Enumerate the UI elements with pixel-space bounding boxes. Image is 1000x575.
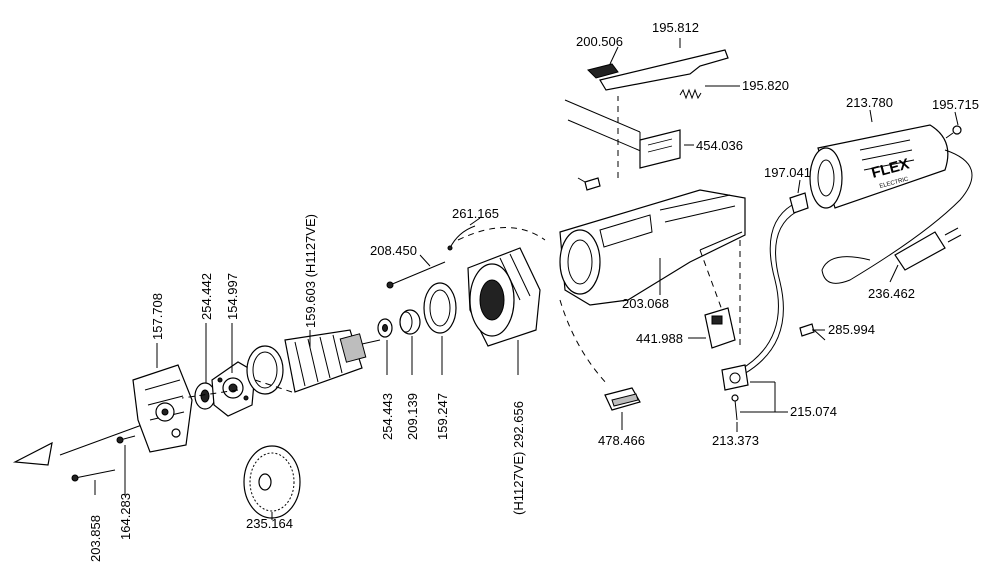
label-159247: 159.247: [435, 393, 450, 440]
label-154997: 154.997: [225, 273, 240, 320]
part-159603-armature[interactable]: [246, 329, 381, 395]
part-200506-slider-button[interactable]: [587, 63, 619, 79]
part-195715-screw[interactable]: [945, 125, 962, 139]
part-254443-bearing[interactable]: [377, 318, 393, 338]
label-254443: 254.443: [380, 393, 395, 440]
part-labels: 195.812 200.506 195.820 213.780 195.715 …: [88, 20, 979, 562]
label-261165: 261.165: [452, 206, 499, 221]
label-164283: 164.283: [118, 493, 133, 540]
label-254442: 254.442: [199, 273, 214, 320]
part-203858-screw[interactable]: [71, 469, 116, 482]
label-441988: 441.988: [636, 331, 683, 346]
part-478466-terminal-block[interactable]: [604, 387, 641, 411]
part-195820-spring[interactable]: [679, 88, 702, 100]
part-213373-screw[interactable]: [731, 394, 739, 421]
part-235164-gear[interactable]: [243, 445, 301, 519]
part-195812-switch-rod[interactable]: [599, 49, 729, 91]
part-236462-mains-cable[interactable]: [739, 149, 973, 375]
label-235164: 235.164: [246, 516, 293, 531]
part-164283-screw[interactable]: [116, 435, 136, 444]
part-brush-holder: [577, 177, 601, 191]
part-285994-contact[interactable]: [799, 323, 826, 341]
assembly-guide-lines: [181, 96, 741, 399]
part-159247-washer[interactable]: [423, 282, 457, 334]
direction-arrow: [12, 421, 151, 466]
part-441988-switch[interactable]: [704, 307, 736, 349]
label-209139: 209.139: [405, 393, 420, 440]
part-215074-cable-clamp[interactable]: [721, 364, 749, 391]
part-292656-stator[interactable]: [467, 247, 541, 347]
leader-lines: [94, 38, 959, 520]
label-292656: (H1127VE) 292.656: [511, 401, 526, 515]
label-478466: 478.466: [598, 433, 645, 448]
label-195715: 195.715: [932, 97, 979, 112]
label-208450: 208.450: [370, 243, 417, 258]
part-203068-motor-housing[interactable]: [559, 189, 746, 306]
label-203068: 203.068: [622, 296, 669, 311]
part-454036-electronics[interactable]: [564, 99, 681, 169]
label-157708: 157.708: [150, 293, 165, 340]
label-203858: 203.858: [88, 515, 103, 562]
label-215074: 215.074: [790, 404, 837, 419]
part-154997-bearing-plate[interactable]: [211, 361, 256, 417]
part-208450-screw[interactable]: [386, 261, 446, 289]
label-200506: 200.506: [576, 34, 623, 49]
label-285994: 285.994: [828, 322, 875, 337]
label-159603: 159.603 (H1127VE): [303, 214, 318, 328]
part-197041-cable-grommet[interactable]: [789, 192, 809, 214]
label-197041: 197.041: [764, 165, 811, 180]
label-195812: 195.812: [652, 20, 699, 35]
label-213780: 213.780: [846, 95, 893, 110]
part-261165-clip[interactable]: [447, 225, 476, 251]
label-213373: 213.373: [712, 433, 759, 448]
part-209139-sleeve[interactable]: [399, 309, 421, 335]
part-157708-gear-housing[interactable]: [132, 364, 193, 453]
label-195820: 195.820: [742, 78, 789, 93]
part-213780-handle-cover[interactable]: FLEX ELECTRIC: [809, 124, 949, 209]
label-454036: 454.036: [696, 138, 743, 153]
label-236462: 236.462: [868, 286, 915, 301]
